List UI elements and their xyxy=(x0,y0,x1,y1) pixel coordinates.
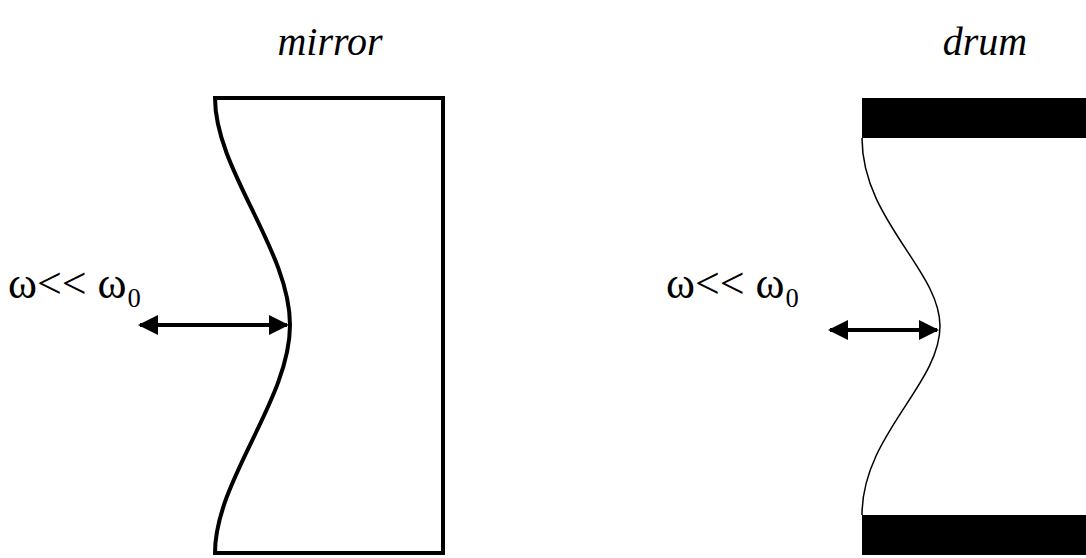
drum-membrane xyxy=(862,138,940,515)
drum-frame xyxy=(862,515,1086,555)
drum-arrow xyxy=(830,328,937,332)
mirror-arrow xyxy=(140,323,287,327)
frequency-label: ω<< ω₀ xyxy=(666,262,800,306)
part-name: drum xyxy=(943,22,1027,62)
drum-frame xyxy=(862,98,1086,138)
frequency-label: ω<< ω₀ xyxy=(8,262,142,306)
part-name: mirror xyxy=(277,22,382,62)
